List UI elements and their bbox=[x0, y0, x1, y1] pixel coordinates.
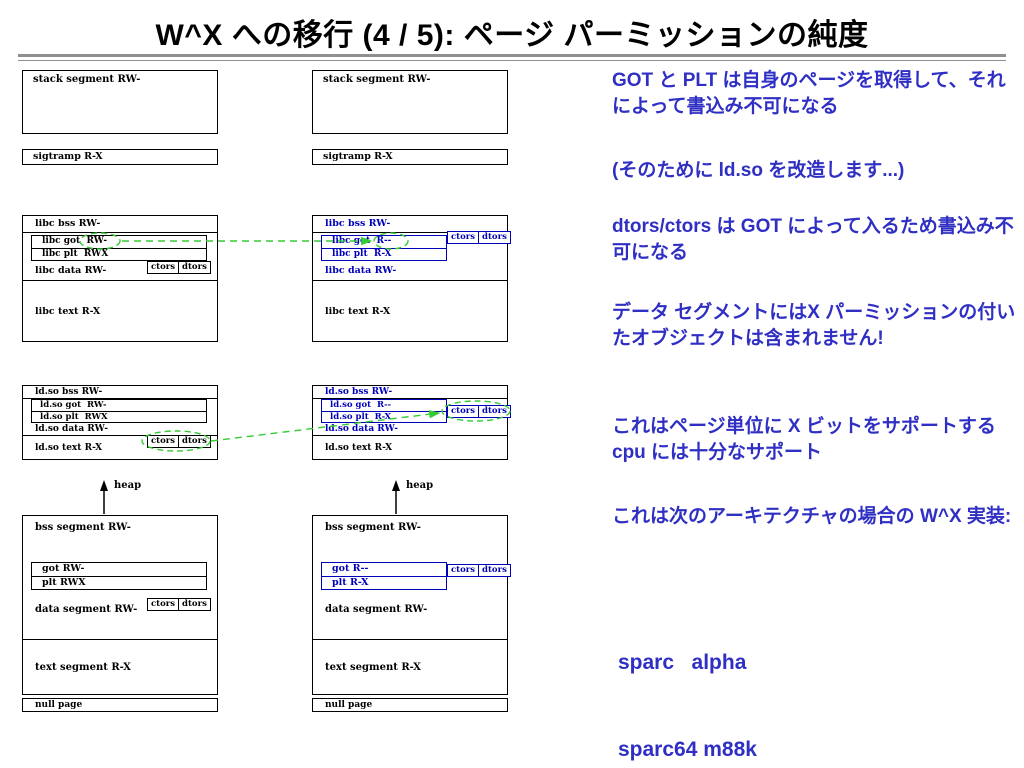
ctors-cell: ctors bbox=[451, 232, 476, 242]
segment-row-libc-data: libc data RW- bbox=[313, 261, 507, 281]
segment-row-ldso-text: ld.so text R-X bbox=[35, 442, 103, 453]
segment-row-bss: bss segment RW- bbox=[35, 522, 131, 533]
title-rule-thin bbox=[18, 60, 1006, 61]
segment-row-ldso-data: ld.so data RW- bbox=[23, 423, 217, 436]
dtors-cell: dtors bbox=[178, 599, 210, 610]
ctors-cell: ctors bbox=[151, 436, 176, 446]
memory-map-ldso-right: ld.so bss RW- ld.so got R-- ld.so plt R-… bbox=[312, 385, 511, 460]
segment-box-sigtramp-left: sigtramp R-X bbox=[22, 149, 218, 165]
segment-box-stack-left: stack segment RW- bbox=[22, 70, 218, 134]
got-plt-box: got RW- plt RWX bbox=[31, 562, 207, 590]
segment-row-got: got RW- bbox=[42, 563, 85, 574]
segment-box-sigtramp-right: sigtramp R-X bbox=[312, 149, 508, 165]
segment-row-plt: plt RWX bbox=[32, 576, 206, 589]
segment-row-ldso-got: ld.so got RW- bbox=[40, 400, 107, 410]
dtors-cell: dtors bbox=[478, 232, 510, 243]
ctors-cell: ctors bbox=[451, 406, 476, 416]
segment-row-libc-plt: libc plt R-X bbox=[322, 248, 446, 260]
memory-map-exec-left: bss segment RW- got RW- plt RWX data seg… bbox=[22, 515, 218, 695]
segment-box-stack-right: stack segment RW- bbox=[312, 70, 508, 134]
segment-row-ldso-data: ld.so data RW- bbox=[313, 423, 507, 436]
arch-list: sparc alpha sparc64 m88k hppa bbox=[618, 590, 757, 768]
heap-arrow: heap bbox=[388, 480, 433, 514]
segment-row-libc-text: libc text R-X bbox=[35, 305, 101, 317]
title-rule-thick bbox=[18, 54, 1006, 57]
segment-row-text: text segment R-X bbox=[35, 661, 131, 673]
segment-row-libc-data: libc data RW- bbox=[23, 261, 217, 281]
note-data-segment: データ セグメントにはX パーミッションの付いたオブジェクトは含まれません! bbox=[612, 302, 1016, 349]
segment-row-libc-got: libc got R-- bbox=[332, 236, 392, 246]
segment-row-ldso-bss: ld.so bss RW- bbox=[313, 386, 507, 399]
segment-row-ldso-got: ld.so got R-- bbox=[330, 400, 392, 410]
note-page-x-bit: これはページ単位に X ビットをサポートする cpu には十分なサポート bbox=[612, 416, 996, 463]
segment-row-libc-text: libc text R-X bbox=[325, 305, 391, 317]
segment-row-bss: bss segment RW- bbox=[325, 522, 421, 533]
arch-line-1: sparc alpha bbox=[618, 651, 747, 674]
arch-line-2: sparc64 m88k bbox=[618, 738, 757, 761]
dtors-cell: dtors bbox=[178, 436, 210, 447]
got-plt-box: libc got RW- libc plt RWX bbox=[31, 235, 207, 261]
segment-row-libc-bss: libc bss RW- bbox=[313, 216, 507, 233]
segment-row-ldso-text: ld.so text R-X bbox=[325, 442, 393, 453]
heap-arrow: heap bbox=[96, 480, 141, 514]
memory-map-ldso-left: ld.so bss RW- ld.so got RW- ld.so plt RW… bbox=[22, 385, 218, 460]
note-got-plt: GOT と PLT は自身のページを取得して、それによって書込み不可になる bbox=[612, 70, 1006, 117]
segment-row-ldso-plt: ld.so plt RWX bbox=[32, 411, 206, 422]
segment-row-libc-bss: libc bss RW- bbox=[23, 216, 217, 233]
note-dtors-ctors: dtors/ctors は GOT によって入るため書込み不可になる bbox=[612, 216, 1014, 263]
heap-label: heap bbox=[406, 480, 434, 491]
memory-map-exec-right: bss segment RW- got R-- plt R-X data seg… bbox=[312, 515, 511, 695]
note-ldso-mod: (そのために ld.so を改造します...) bbox=[612, 160, 905, 181]
segment-row-ldso-plt: ld.so plt R-X bbox=[322, 411, 446, 422]
got-plt-box: got R-- plt R-X bbox=[321, 562, 447, 590]
memory-map-libc-left: libc bss RW- libc got RW- libc plt RWX l… bbox=[22, 215, 218, 342]
segment-row-got: got R-- bbox=[332, 563, 369, 574]
segment-row-text: text segment R-X bbox=[325, 661, 421, 673]
ctors-cell: ctors bbox=[151, 262, 176, 272]
up-arrow-icon bbox=[100, 480, 108, 514]
up-arrow-icon bbox=[392, 480, 400, 514]
segment-row-data: data segment RW- bbox=[313, 590, 507, 640]
segment-row-libc-got: libc got RW- bbox=[42, 236, 108, 246]
ctors-cell: ctors bbox=[451, 565, 476, 575]
segment-box-nullpage-right: null page bbox=[312, 698, 508, 712]
segment-box-nullpage-left: null page bbox=[22, 698, 218, 712]
dtors-cell: dtors bbox=[478, 406, 510, 417]
got-plt-box: ld.so got R-- ld.so plt R-X bbox=[321, 399, 447, 423]
heap-label: heap bbox=[114, 480, 142, 491]
segment-row-libc-plt: libc plt RWX bbox=[32, 248, 206, 260]
segment-row-data: data segment RW- bbox=[23, 590, 217, 640]
got-plt-box: libc got R-- libc plt R-X bbox=[321, 235, 447, 261]
note-arch-intro: これは次のアーキテクチャの場合の W^X 実装: bbox=[612, 506, 1012, 527]
got-plt-box: ld.so got RW- ld.so plt RWX bbox=[31, 399, 207, 423]
segment-row-ldso-bss: ld.so bss RW- bbox=[23, 386, 217, 399]
segment-row-plt: plt R-X bbox=[322, 576, 446, 589]
dtors-cell: dtors bbox=[478, 565, 510, 576]
dtors-cell: dtors bbox=[178, 262, 210, 273]
ctors-cell: ctors bbox=[151, 599, 176, 609]
slide-title: W^X への移行 (4 / 5): ページ パーミッションの純度 bbox=[155, 19, 869, 52]
memory-map-libc-right: libc bss RW- libc got R-- libc plt R-X l… bbox=[312, 215, 511, 342]
